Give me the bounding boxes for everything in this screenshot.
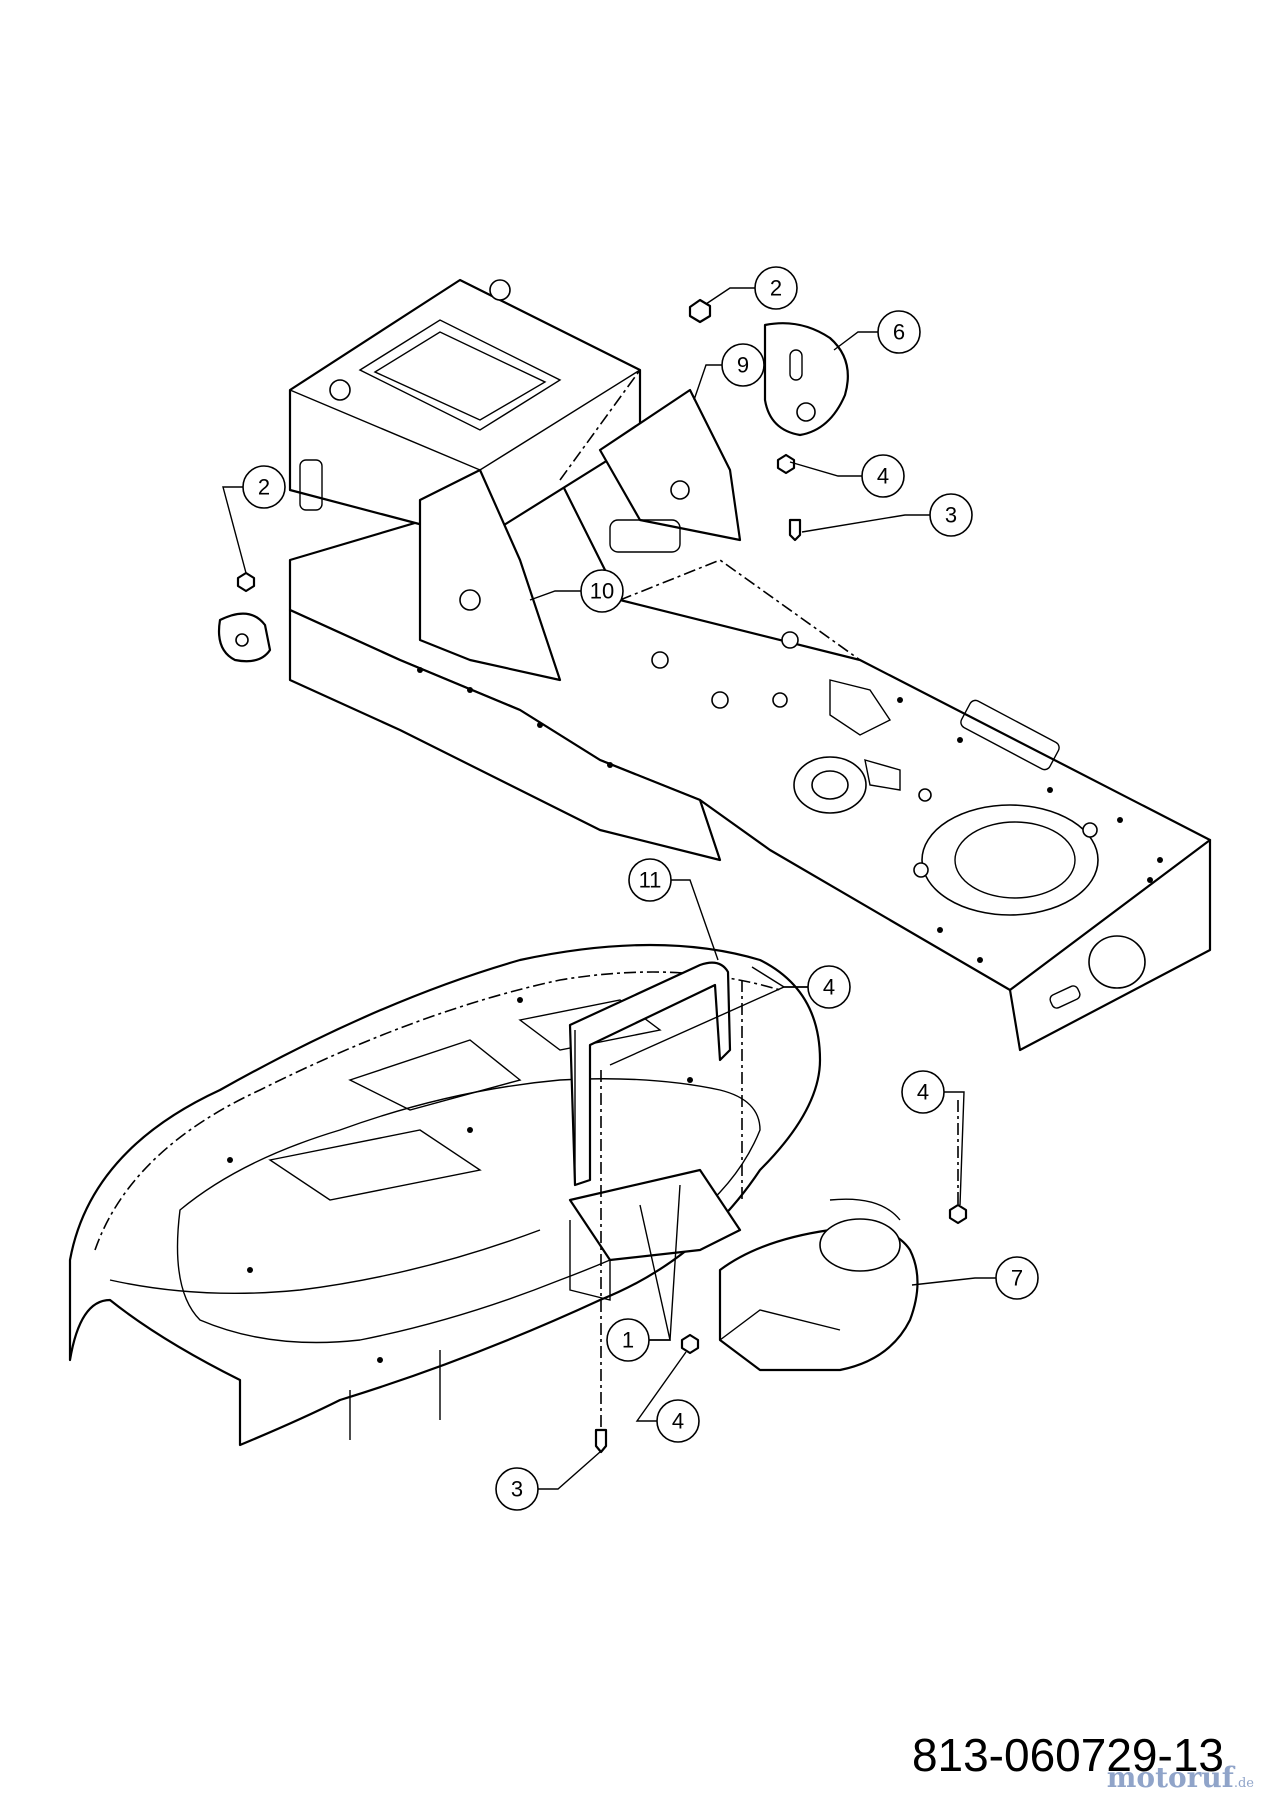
svg-text:9: 9 <box>737 353 749 378</box>
callout-3-lower: 3 <box>495 1451 601 1511</box>
callout-3-upper: 3 <box>801 493 973 537</box>
callout-9: 9 <box>693 343 765 401</box>
watermark-logo: motoruf.de <box>1107 1761 1254 1794</box>
callout-1: 1 <box>606 1184 681 1362</box>
callout-7: 7 <box>911 1256 1039 1300</box>
svg-text:4: 4 <box>672 1409 684 1434</box>
svg-text:7: 7 <box>1011 1266 1023 1291</box>
spacer-plate-6 <box>763 322 849 437</box>
callout-4-right: 4 <box>901 1070 965 1206</box>
svg-text:2: 2 <box>770 276 782 301</box>
svg-text:2: 2 <box>258 475 270 500</box>
callout-11: 11 <box>628 858 719 961</box>
watermark-tld: .de <box>1233 1776 1254 1791</box>
callout-4-upper: 4 <box>789 454 905 498</box>
callout-4-lower: 4 <box>635 1351 700 1443</box>
callout-10: 10 <box>529 569 624 613</box>
callout-4-mid: 4 <box>609 965 851 1066</box>
callout-2-top: 2 <box>705 266 798 310</box>
frame-assembly <box>288 278 1212 1052</box>
svg-text:4: 4 <box>823 975 835 1000</box>
svg-text:11: 11 <box>639 868 662 893</box>
svg-text:10: 10 <box>590 579 614 604</box>
svg-text:4: 4 <box>917 1080 929 1105</box>
svg-text:6: 6 <box>893 320 905 345</box>
svg-text:1: 1 <box>622 1328 634 1353</box>
callout-2-left: 2 <box>222 465 286 574</box>
watermark-name: motoruf <box>1106 1761 1234 1794</box>
diagram-reference-number: 813-060729-13 <box>911 1729 1224 1781</box>
svg-text:4: 4 <box>877 464 889 489</box>
svg-text:3: 3 <box>945 503 957 528</box>
callout-6: 6 <box>833 310 921 354</box>
deck-handle-11 <box>568 961 732 1187</box>
svg-text:3: 3 <box>511 1477 523 1502</box>
mower-deck <box>68 943 919 1447</box>
